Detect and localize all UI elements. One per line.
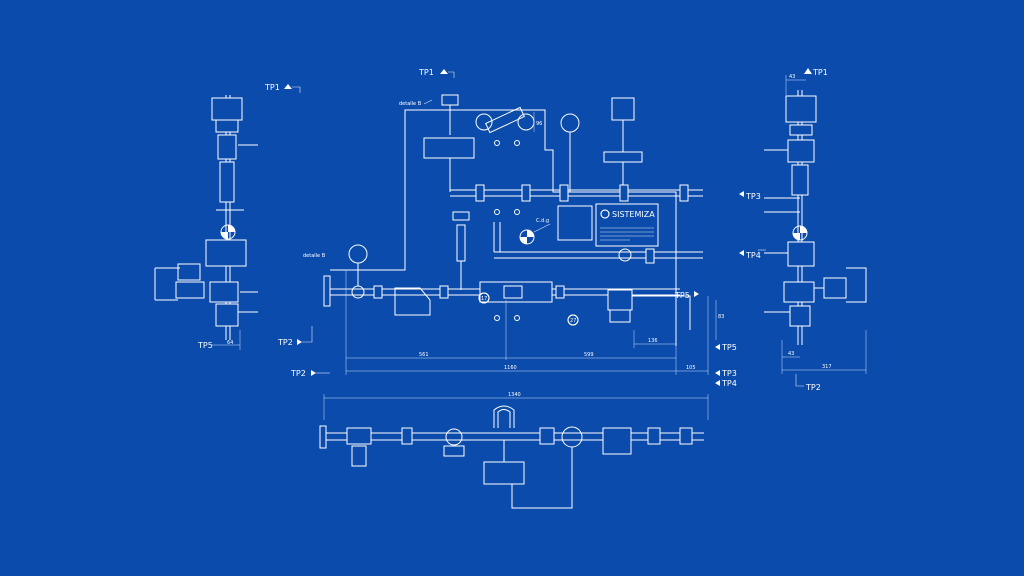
top-view (319, 394, 709, 509)
tp1-arrow-left-icon (284, 84, 292, 89)
tp4-arrow-right-icon (739, 250, 744, 256)
tp5-label-center: TP5 (674, 291, 690, 300)
tp2-label-upper: TP2 (277, 338, 293, 347)
dim-64: 64 (227, 340, 233, 346)
dim-1340: 1340 (508, 392, 521, 398)
tp2-arrow-lower-icon (311, 370, 316, 376)
tp3-arrow-lower-icon (715, 370, 720, 376)
dim-599: 599 (584, 352, 594, 358)
dim-43-bottom: 43 (788, 351, 794, 357)
left-side-view (154, 95, 258, 350)
tp3-label-lower: TP3 (721, 369, 737, 378)
tp2-arrow-upper-icon (297, 339, 302, 345)
dim-43-top: 43 (789, 74, 795, 80)
tp5-arrow-center-icon (694, 291, 699, 297)
tp5-label-left: TP5 (197, 341, 213, 350)
tp2-label-right: TP2 (805, 383, 821, 392)
tp4-label-right: TP4 (745, 251, 761, 260)
dim-83: 83 (718, 314, 724, 320)
dim-136: 136 (648, 338, 658, 344)
sistemiza-brand: SISTEMIZA (612, 210, 655, 219)
tp1-label-right: TP1 (812, 68, 828, 77)
tp1-label-left: TP1 (264, 83, 280, 92)
sistemiza-logo: SISTEMIZA (600, 209, 655, 219)
dim-1160: 1160 (504, 365, 517, 371)
detalle-b-top: detalle B (399, 101, 422, 107)
tp5-arrow-right-icon (715, 344, 720, 350)
tp1-arrow-center-icon (440, 69, 448, 74)
tp1-arrow-right-icon (804, 68, 812, 74)
tp3-label-right: TP3 (745, 192, 761, 201)
tp4-label-lower: TP4 (721, 379, 737, 388)
right-side-view (764, 75, 867, 374)
front-view (323, 94, 717, 375)
tp4-arrow-lower-icon (715, 380, 720, 386)
dim-561: 561 (419, 352, 429, 358)
dim-105: 105 (686, 365, 696, 371)
tp5-label-right: TP5 (721, 343, 737, 352)
dim-317: 317 (822, 364, 832, 370)
callout-17: 17 (481, 296, 487, 302)
detalle-b-left: detalle B (303, 253, 326, 259)
tp1-label-center: TP1 (418, 68, 434, 77)
tp3-arrow-right-icon (739, 191, 744, 197)
dim-96: 96 (536, 121, 542, 127)
cdg-callout: C.d.g (536, 218, 549, 224)
callout-27: 27 (570, 318, 576, 324)
tp2-label-lower: TP2 (290, 369, 306, 378)
